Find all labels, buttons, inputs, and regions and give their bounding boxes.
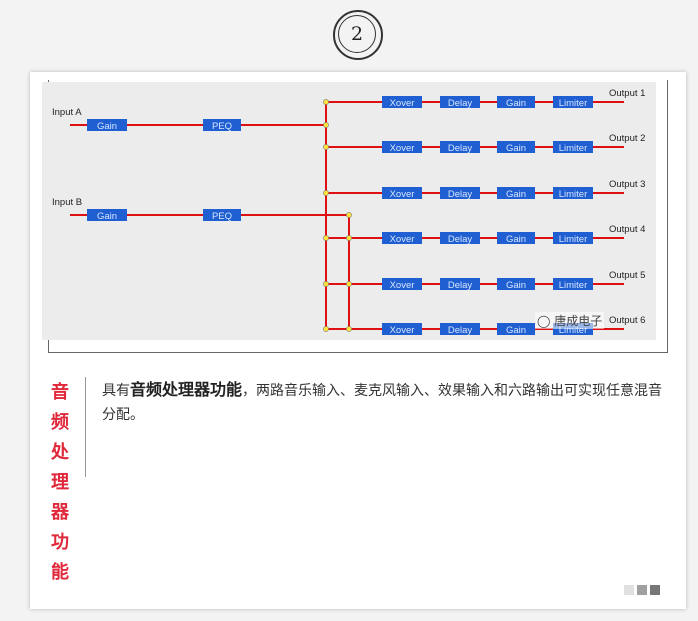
junction-dot [323, 190, 329, 196]
output-xover-block-label: Xover [390, 325, 415, 336]
output-gain-block [497, 232, 535, 244]
output-xover-block [382, 141, 422, 153]
output-label: Output 5 [609, 270, 645, 281]
output-gain-block-label: Gain [506, 189, 526, 200]
badge-number: 2 [338, 15, 376, 53]
junction-dot [323, 122, 329, 128]
vertical-title-char: 理 [51, 472, 69, 493]
output-gain-block-label: Gain [506, 325, 526, 336]
output-limiter-block-label: Limiter [559, 280, 588, 291]
input-peq-block [203, 209, 241, 221]
desc-rest: ，两路音乐输入、麦克风输入、效果输入和六路输出可实现任意混音分配。 [102, 383, 663, 423]
output-xover-block-label: Xover [390, 143, 415, 154]
output-delay-block [440, 323, 480, 335]
output-gain-block [497, 187, 535, 199]
output-xover-block-label: Xover [390, 234, 415, 245]
junction-dot [346, 235, 352, 241]
output-limiter-block-label: Limiter [559, 98, 588, 109]
desc-bold: 音频处理器功能 [130, 380, 243, 399]
vertical-title-char: 功 [51, 532, 69, 553]
output-limiter-block-label: Limiter [559, 143, 588, 154]
pager-dots [624, 580, 663, 595]
output-xover-block-label: Xover [390, 98, 415, 109]
input-gain-block-label: Gain [97, 211, 117, 222]
output-delay-block-label: Delay [448, 234, 473, 245]
desc-prefix: 具有 [102, 383, 130, 399]
output-xover-block [382, 323, 422, 335]
vertical-title-char: 能 [51, 562, 69, 583]
output-limiter-block-label: Limiter [559, 234, 588, 245]
input-peq-block [203, 119, 241, 131]
pager-dot[interactable] [650, 585, 660, 595]
output-gain-block-label: Gain [506, 280, 526, 291]
input-peq-block-label: PEQ [212, 121, 232, 132]
output-gain-block-label: Gain [506, 143, 526, 154]
output-delay-block-label: Delay [448, 98, 473, 109]
output-delay-block-label: Delay [448, 280, 473, 291]
wechat-icon: ◯ [537, 314, 551, 328]
output-xover-block-label: Xover [390, 280, 415, 291]
input-label: Input A [52, 107, 82, 118]
output-gain-block [497, 141, 535, 153]
vertical-title-char: 频 [51, 412, 69, 433]
pager-dot[interactable] [637, 585, 647, 595]
junction-dot [323, 326, 329, 332]
junction-dot [346, 212, 352, 218]
output-gain-block [497, 278, 535, 290]
vertical-section-title: 音频处理器功能 [48, 378, 72, 588]
junction-dot [323, 235, 329, 241]
output-label: Output 1 [609, 88, 645, 99]
output-delay-block [440, 96, 480, 108]
title-divider [85, 377, 86, 477]
pager-dot[interactable] [624, 585, 634, 595]
output-xover-block-label: Xover [390, 189, 415, 200]
output-delay-block-label: Delay [448, 143, 473, 154]
vertical-title-char: 音 [51, 382, 69, 403]
output-delay-block [440, 187, 480, 199]
output-gain-block [497, 96, 535, 108]
output-delay-block [440, 232, 480, 244]
section-description: 具有音频处理器功能，两路音乐输入、麦克风输入、效果输入和六路输出可实现任意混音分… [102, 378, 667, 427]
watermark: ◯ 唐成电子 [535, 312, 605, 329]
step-number-badge: 2 [333, 10, 383, 60]
junction-dot [323, 281, 329, 287]
badge-outer-ring [333, 10, 383, 60]
input-peq-block-label: PEQ [212, 211, 232, 222]
output-delay-block-label: Delay [448, 325, 473, 336]
vertical-title-char: 处 [51, 442, 69, 463]
output-limiter-block [553, 278, 593, 290]
output-xover-block [382, 232, 422, 244]
output-delay-block [440, 141, 480, 153]
output-limiter-block [553, 232, 593, 244]
output-label: Output 2 [609, 133, 645, 144]
output-gain-block-label: Gain [506, 234, 526, 245]
junction-dot [323, 99, 329, 105]
junction-dot [346, 326, 352, 332]
output-label: Output 6 [609, 315, 645, 326]
output-xover-block [382, 96, 422, 108]
output-limiter-block-label: Limiter [559, 325, 588, 336]
input-label: Input B [52, 197, 82, 208]
output-gain-block-label: Gain [506, 98, 526, 109]
input-gain-block-label: Gain [97, 121, 117, 132]
output-limiter-block-label: Limiter [559, 189, 588, 200]
output-delay-block [440, 278, 480, 290]
output-gain-block [497, 323, 535, 335]
input-gain-block [87, 209, 127, 221]
vertical-title-char: 器 [51, 502, 69, 523]
output-delay-block-label: Delay [448, 189, 473, 200]
output-label: Output 3 [609, 179, 645, 190]
input-gain-block [87, 119, 127, 131]
junction-dot [323, 144, 329, 150]
output-limiter-block [553, 187, 593, 199]
output-label: Output 4 [609, 224, 645, 235]
output-xover-block [382, 278, 422, 290]
output-limiter-block [553, 141, 593, 153]
output-limiter-block [553, 96, 593, 108]
watermark-text: 唐成电子 [554, 314, 603, 328]
junction-dot [346, 281, 352, 287]
output-xover-block [382, 187, 422, 199]
